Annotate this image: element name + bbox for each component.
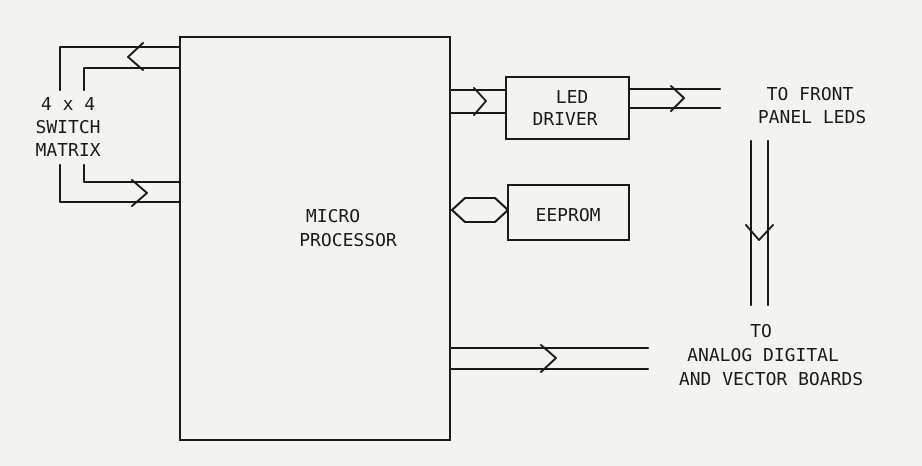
- boards-arrow-icon: [540, 344, 557, 373]
- downward-arrow-icon: [745, 224, 774, 241]
- front-panel-arrow-icon: [670, 85, 685, 112]
- boards-label-line3: AND VECTOR BOARDS: [679, 369, 863, 390]
- microprocessor-label-line1: MICRO: [306, 206, 360, 227]
- panel-to-boards-bus: [750, 140, 769, 306]
- switch-matrix-label-line3: MATRIX: [35, 140, 100, 161]
- mpu-to-boards-bus: [449, 347, 649, 370]
- switch-matrix-label-line1: 4 x 4: [41, 94, 95, 115]
- eeprom-label: EEPROM: [535, 205, 600, 226]
- eeprom-block: [507, 184, 630, 241]
- boards-label-line1: TO: [750, 321, 772, 342]
- led-driver-arrow-icon: [473, 87, 487, 116]
- switch-matrix-label-line2: SWITCH: [35, 117, 100, 138]
- front-panel-label-line1: TO FRONT: [767, 84, 854, 105]
- led-driver-label-line1: LED: [556, 87, 589, 108]
- boards-label-line2: ANALOG DIGITAL: [687, 345, 839, 366]
- led-driver-to-panel-bus: [628, 88, 721, 109]
- front-panel-label-line2: PANEL LEDS: [758, 107, 866, 128]
- microprocessor-label-line2: PROCESSOR: [299, 230, 397, 251]
- eeprom-bidirectional-arrow-icon: [451, 197, 509, 223]
- microprocessor-block: [179, 36, 451, 441]
- mpu-to-led-driver-bus: [449, 89, 507, 114]
- matrix-input-arrow-icon: [127, 42, 144, 71]
- matrix-output-arrow-icon: [131, 179, 148, 207]
- led-driver-label-line2: DRIVER: [532, 109, 597, 130]
